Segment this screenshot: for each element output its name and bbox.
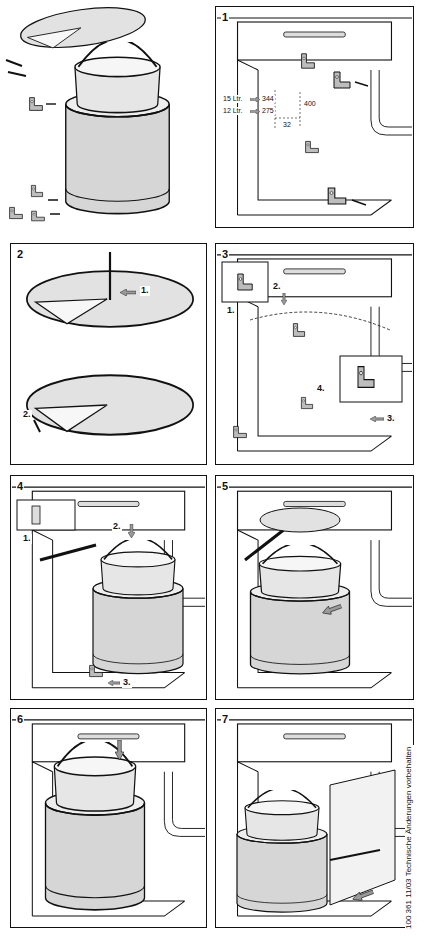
- bracket: [301, 397, 312, 408]
- rod: [6, 60, 26, 76]
- dimension: 15 Ltr.: [222, 95, 243, 103]
- step-panel: 4: [10, 475, 207, 700]
- cabinet: [217, 18, 412, 215]
- bin-behind: [330, 770, 395, 905]
- rod: [109, 252, 111, 300]
- detail-inset: [340, 356, 402, 402]
- step-panel: 1: [215, 6, 414, 228]
- bracket: [90, 665, 103, 676]
- arrow: [128, 524, 135, 538]
- step-panel: 3: [215, 243, 414, 465]
- lid-arm: [40, 545, 96, 560]
- bracket: [10, 207, 23, 218]
- step-number: 1: [221, 11, 229, 23]
- lid: [260, 508, 340, 532]
- arrow: [115, 740, 124, 760]
- bracket: [302, 54, 315, 68]
- step-number: 2.: [272, 282, 282, 292]
- arrow: [351, 888, 375, 904]
- arrow: [250, 109, 260, 114]
- bracket: [234, 426, 247, 437]
- step-panel: 6: [10, 708, 207, 928]
- step-number: 7: [221, 713, 229, 725]
- screw: [48, 200, 60, 214]
- screw: [46, 103, 56, 104]
- bracket: [328, 188, 346, 204]
- rod: [34, 420, 40, 432]
- lid: [27, 375, 193, 434]
- bracket: [334, 72, 350, 88]
- step-number: 1.: [140, 286, 150, 296]
- waste-bin: [46, 739, 145, 910]
- step-number: 2: [16, 248, 24, 260]
- arrow: [120, 289, 136, 296]
- dimension-line: [275, 90, 300, 130]
- step-number: 2.: [112, 522, 122, 532]
- detail-inset: [222, 262, 268, 302]
- step-number: 1.: [22, 534, 32, 544]
- dimension: 12 Ltr.: [222, 107, 243, 115]
- bracket: [358, 367, 374, 388]
- cabinet: [217, 720, 412, 916]
- step-panel: 7: [215, 708, 414, 928]
- waste-bin: [93, 538, 183, 674]
- detail-inset: [17, 500, 75, 530]
- panel-5-art: [217, 487, 412, 688]
- arrow: [370, 416, 384, 422]
- step-number: 2.: [22, 410, 32, 420]
- cabinet: [12, 487, 205, 688]
- waste-bin: [66, 39, 170, 213]
- cabinet: [217, 487, 412, 688]
- screw: [352, 82, 368, 205]
- panel-1-art: [217, 18, 412, 215]
- step-number: 5: [221, 480, 229, 492]
- bracket: [238, 274, 252, 290]
- step-number: 1.: [226, 306, 236, 316]
- lid: [18, 1, 147, 54]
- arrow: [250, 97, 260, 102]
- step-number: 6: [16, 713, 24, 725]
- panel-2-art: [27, 252, 193, 435]
- step-number: 3.: [386, 414, 396, 424]
- slide-rail: [330, 850, 380, 860]
- dimension: 344: [261, 95, 275, 103]
- arrow: [281, 293, 287, 305]
- bracket: [293, 324, 304, 337]
- arrow: [321, 602, 343, 617]
- panel-6-art: [12, 720, 205, 916]
- cabinet: [12, 720, 205, 916]
- step-number: 4.: [316, 384, 326, 394]
- panel-4-art: [12, 487, 205, 688]
- cabinet: [217, 255, 412, 451]
- bracket: [306, 141, 319, 152]
- dimension: 32: [282, 121, 292, 129]
- step-panel: 5: [215, 475, 414, 700]
- dimension: 400: [303, 100, 317, 108]
- step-number: 4: [16, 480, 24, 492]
- lid-outline: [250, 312, 390, 330]
- exploded-parts: [6, 1, 169, 221]
- step-number: 3: [221, 248, 229, 260]
- panel-3-art: [217, 255, 412, 451]
- arrow: [108, 680, 120, 686]
- bracket: [31, 185, 42, 196]
- bracket: [30, 98, 43, 111]
- footer-note: 100 361 11/03 Technische Änderungen vorb…: [405, 745, 414, 930]
- pin: [32, 506, 40, 524]
- panel-7-art: [217, 720, 412, 916]
- waste-bin: [237, 788, 327, 912]
- dimension: 275: [261, 107, 275, 115]
- step-panel: 2: [10, 243, 207, 465]
- bracket: [32, 211, 45, 221]
- step-number: 3.: [122, 678, 132, 688]
- waste-bin: [251, 543, 350, 674]
